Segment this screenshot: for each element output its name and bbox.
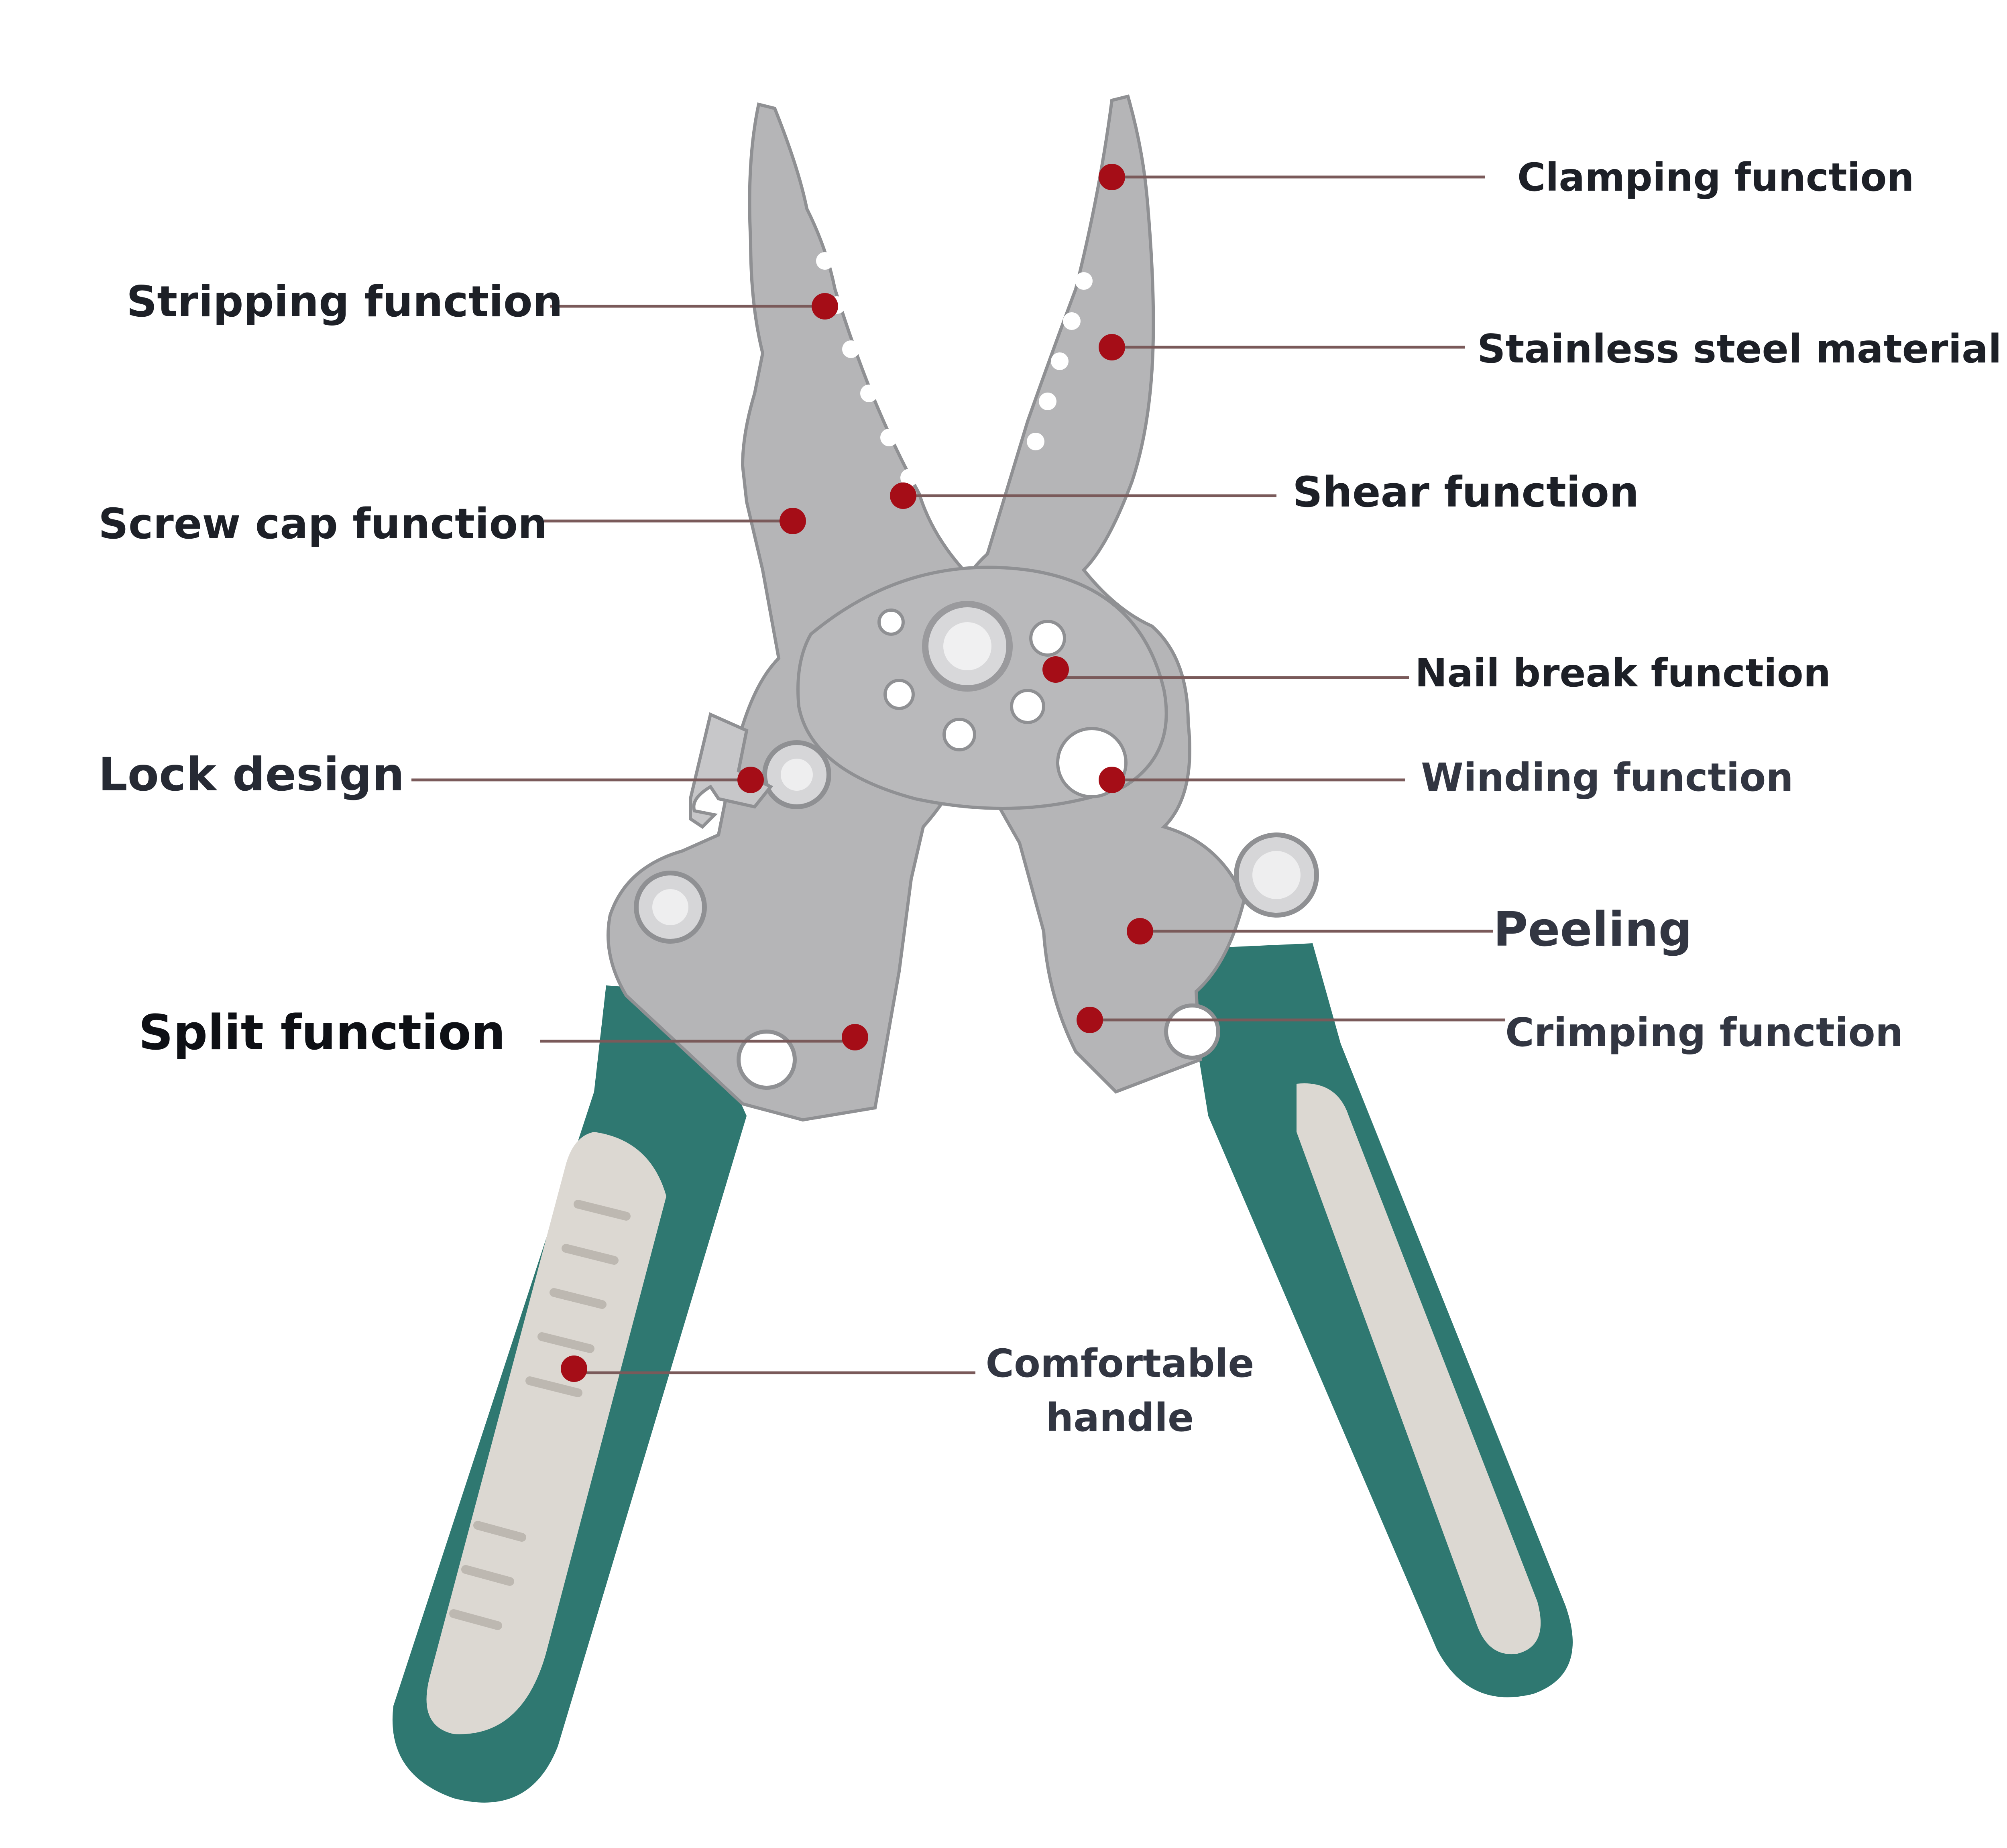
marker-stripping bbox=[812, 293, 838, 320]
marker-nail-break bbox=[1042, 656, 1069, 683]
marker-shear bbox=[890, 482, 916, 509]
label-screw-cap: Screw cap function bbox=[98, 499, 548, 548]
label-split: Split function bbox=[138, 1005, 506, 1061]
marker-screw-cap bbox=[780, 508, 806, 534]
label-winding: Winding function bbox=[1421, 755, 1793, 800]
label-shear: Shear function bbox=[1293, 468, 1639, 517]
markers bbox=[561, 164, 1153, 1382]
marker-split bbox=[842, 1024, 868, 1050]
right-handle-grip bbox=[1297, 1083, 1541, 1655]
label-clamping: Clamping function bbox=[1517, 155, 1914, 200]
left-handle bbox=[392, 985, 747, 1803]
marker-comfortable bbox=[561, 1355, 587, 1382]
pivot-plate bbox=[796, 566, 1168, 810]
marker-crimping bbox=[1077, 1007, 1103, 1033]
lock-latch bbox=[689, 712, 773, 829]
left-jaw-teeth bbox=[816, 252, 918, 486]
label-comfortable: Comfortable handle bbox=[971, 1341, 1268, 1441]
label-stripping: Stripping function bbox=[126, 277, 563, 326]
marker-lock bbox=[737, 767, 764, 793]
marker-winding bbox=[1099, 767, 1125, 793]
bolts bbox=[634, 740, 1319, 1090]
marker-stainless bbox=[1099, 334, 1125, 360]
crimp-hole bbox=[1164, 1003, 1220, 1060]
label-peeling: Peeling bbox=[1493, 902, 1692, 957]
right-handle bbox=[1188, 943, 1573, 1697]
label-comfortable-line2: handle bbox=[1046, 1395, 1194, 1441]
left-grip-ridges bbox=[449, 1200, 631, 1630]
label-comfortable-line1: Comfortable bbox=[985, 1341, 1254, 1386]
leader-lines bbox=[411, 175, 1505, 1374]
split-hole bbox=[737, 1030, 797, 1090]
left-handle-grip bbox=[426, 1132, 666, 1734]
marker-clamping bbox=[1099, 164, 1125, 190]
label-crimping: Crimping function bbox=[1505, 1010, 1903, 1056]
label-lock: Lock design bbox=[98, 748, 405, 801]
marker-peeling bbox=[1127, 918, 1153, 944]
left-jaw bbox=[607, 102, 989, 1122]
right-jaw-teeth bbox=[1027, 272, 1093, 450]
label-nail-break: Nail break function bbox=[1415, 651, 1831, 696]
label-stainless: Stainless steel material bbox=[1477, 326, 2002, 372]
